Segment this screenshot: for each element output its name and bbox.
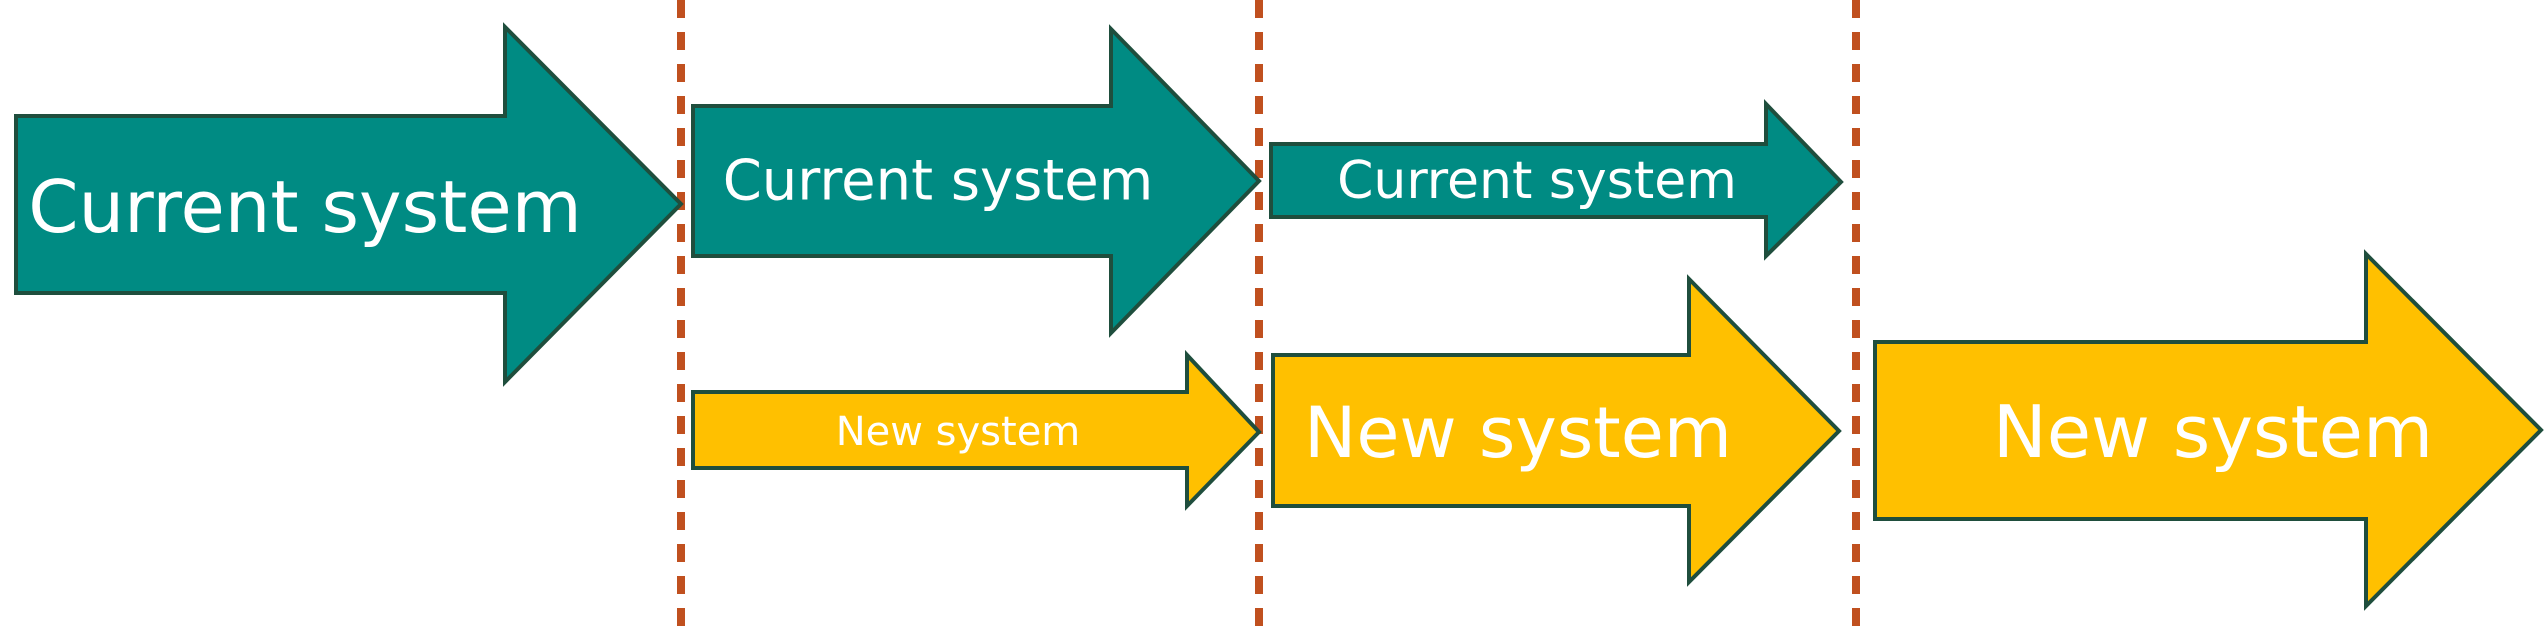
- arrow-current-system-phase-3-shape: [1269, 99, 1844, 261]
- arrow-new-system-phase-3-shape: [1271, 274, 1842, 587]
- arrow-current-system-phase-2: Current system: [691, 24, 1262, 338]
- arrow-current-system-phase-1-label: Current system: [28, 165, 582, 249]
- arrow-new-system-phase-2-label: New system: [836, 409, 1081, 455]
- arrow-current-system-phase-2-label: Current system: [723, 149, 1154, 214]
- arrow-current-system-phase-2-shape: [691, 24, 1262, 338]
- arrow-new-system-phase-4-shape: [1873, 249, 2544, 611]
- arrow-new-system-phase-4: New system: [1873, 249, 2544, 611]
- arrow-current-system-phase-1-shape: [14, 22, 684, 387]
- arrow-current-system-phase-3-label: Current system: [1337, 151, 1737, 211]
- arrow-new-system-phase-2-shape: [691, 349, 1262, 511]
- arrow-current-system-phase-3: Current system: [1269, 99, 1844, 261]
- arrow-new-system-phase-4-label: New system: [1993, 390, 2433, 474]
- arrow-new-system-phase-3: New system: [1271, 274, 1842, 587]
- arrow-current-system-phase-1: Current system: [14, 22, 684, 387]
- arrow-new-system-phase-3-label: New system: [1304, 392, 1732, 474]
- arrow-new-system-phase-2: New system: [691, 349, 1262, 511]
